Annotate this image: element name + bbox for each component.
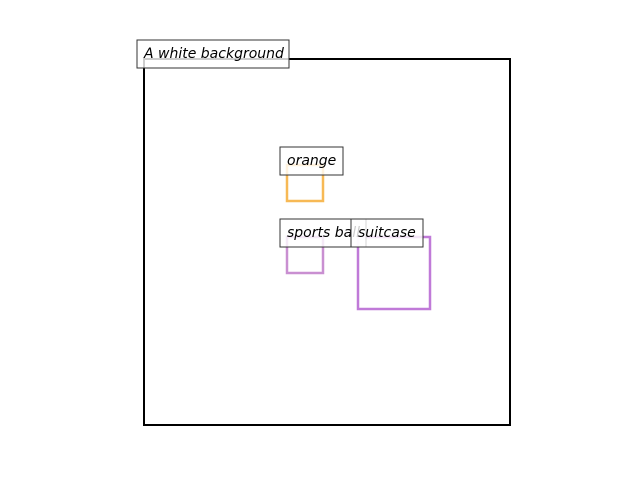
scene-frame bbox=[143, 58, 511, 426]
orange-label-box bbox=[279, 146, 344, 176]
suitcase-label-text: suitcase bbox=[358, 225, 416, 241]
orange-label-text: orange bbox=[287, 153, 336, 169]
sports-ball-label-text: sports ball bbox=[287, 225, 360, 241]
caption-text: A white background bbox=[143, 46, 284, 62]
orange-label: orange bbox=[279, 146, 344, 176]
suitcase-label-box bbox=[350, 218, 424, 248]
suitcase-label: suitcase bbox=[350, 218, 424, 248]
caption-label-box bbox=[136, 39, 290, 69]
caption-label: A white background bbox=[136, 39, 290, 69]
suitcase-bounding-box bbox=[356, 235, 432, 311]
